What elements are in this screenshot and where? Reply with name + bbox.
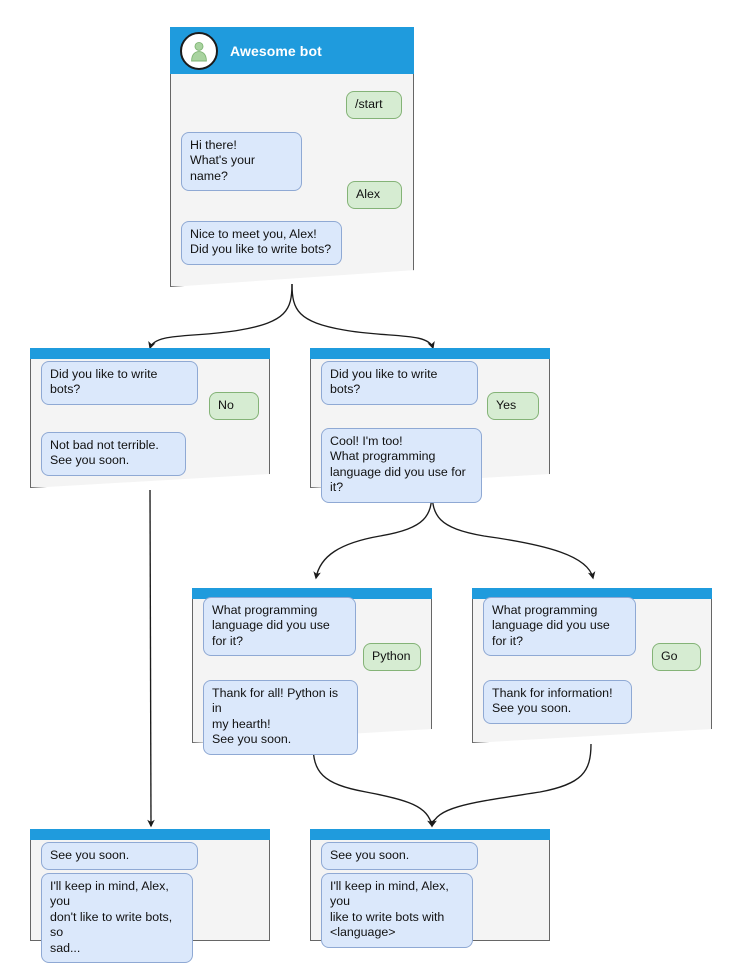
card-branch-python-content: What programming language did you use fo… xyxy=(192,588,432,755)
edge-yes-to-go xyxy=(431,489,596,580)
message-bubble-bot[interactable]: Nice to meet you, Alex! Did you like to … xyxy=(181,221,342,265)
person-avatar-icon xyxy=(180,31,218,70)
message-bubble-user[interactable]: No xyxy=(209,392,259,421)
card-branch-no-content: Did you like to write bots? No Not bad n… xyxy=(30,348,270,488)
card-branch-go[interactable]: What programming language did you use fo… xyxy=(472,588,712,743)
card-branch-no-titlebar xyxy=(30,348,270,359)
message-bubble-bot[interactable]: I'll keep in mind, Alex, you don't like … xyxy=(41,873,193,964)
message-bubble-bot[interactable]: I'll keep in mind, Alex, you like to wri… xyxy=(321,873,473,948)
card-branch-go-content: What programming language did you use fo… xyxy=(472,588,712,743)
message-bubble-bot[interactable]: See you soon. xyxy=(321,842,478,871)
edge-go-to-end-happy xyxy=(429,743,592,828)
message-bubble-user[interactable]: Yes xyxy=(487,392,539,421)
card-branch-go-titlebar xyxy=(472,588,712,599)
message-bubble-bot[interactable]: Hi there! What's your name? xyxy=(181,132,302,192)
message-bubble-bot[interactable]: What programming language did you use fo… xyxy=(203,597,356,657)
card-end-happy-titlebar xyxy=(310,829,550,840)
card-branch-yes-content: Did you like to write bots? Yes Cool! I'… xyxy=(310,348,550,503)
message-bubble-user[interactable]: Alex xyxy=(347,181,402,210)
message-bubble-bot[interactable]: Did you like to write bots? xyxy=(321,361,478,405)
bot-name-label: Awesome bot xyxy=(230,42,322,59)
message-bubble-user[interactable]: /start xyxy=(346,91,402,120)
card-root-content: Awesome bot /start Hi there! What's your… xyxy=(170,27,414,287)
card-branch-python[interactable]: What programming language did you use fo… xyxy=(192,588,432,755)
card-root-titlebar: Awesome bot xyxy=(170,27,414,74)
card-root[interactable]: Awesome bot /start Hi there! What's your… xyxy=(170,27,414,287)
message-bubble-bot[interactable]: What programming language did you use fo… xyxy=(483,597,636,657)
message-bubble-bot[interactable]: Not bad not terrible. See you soon. xyxy=(41,432,186,476)
message-bubble-bot[interactable]: Did you like to write bots? xyxy=(41,361,198,405)
message-bubble-bot[interactable]: See you soon. xyxy=(41,842,198,871)
card-branch-no[interactable]: Did you like to write bots? No Not bad n… xyxy=(30,348,270,488)
card-branch-python-titlebar xyxy=(192,588,432,599)
edge-python-to-end-happy xyxy=(312,743,435,828)
card-branch-yes[interactable]: Did you like to write bots? Yes Cool! I'… xyxy=(310,348,550,503)
card-end-sad-titlebar xyxy=(30,829,270,840)
edge-root-to-no xyxy=(148,283,293,350)
edge-root-to-yes xyxy=(291,283,435,350)
card-end-sad-content: See you soon. I'll keep in mind, Alex, y… xyxy=(30,829,270,964)
message-bubble-bot[interactable]: Cool! I'm too! What programming language… xyxy=(321,428,482,503)
message-bubble-bot[interactable]: Thank for information! See you soon. xyxy=(483,680,632,724)
edge-yes-to-python xyxy=(313,489,433,580)
message-bubble-user[interactable]: Python xyxy=(363,643,421,672)
card-end-happy-content: See you soon. I'll keep in mind, Alex, y… xyxy=(310,829,550,948)
card-end-happy[interactable]: See you soon. I'll keep in mind, Alex, y… xyxy=(310,829,550,948)
card-branch-yes-titlebar xyxy=(310,348,550,359)
edge-no-to-end-sad xyxy=(147,489,155,828)
message-bubble-bot[interactable]: Thank for all! Python is in my hearth! S… xyxy=(203,680,358,755)
message-bubble-user[interactable]: Go xyxy=(652,643,701,672)
card-end-sad[interactable]: See you soon. I'll keep in mind, Alex, y… xyxy=(30,829,270,964)
